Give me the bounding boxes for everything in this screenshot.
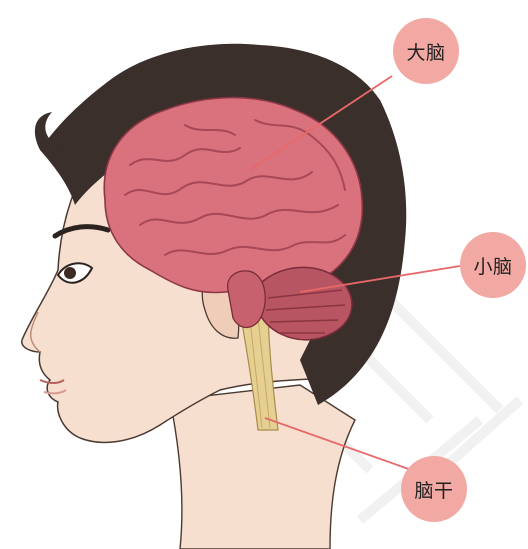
- brainstem-label: 脑干: [401, 456, 467, 522]
- cerebrum: [104, 98, 362, 293]
- cerebellum-label: 小脑: [460, 232, 526, 298]
- cerebellum: [258, 267, 352, 339]
- cerebrum-label: 大脑: [393, 18, 459, 84]
- brainstem: [228, 271, 266, 328]
